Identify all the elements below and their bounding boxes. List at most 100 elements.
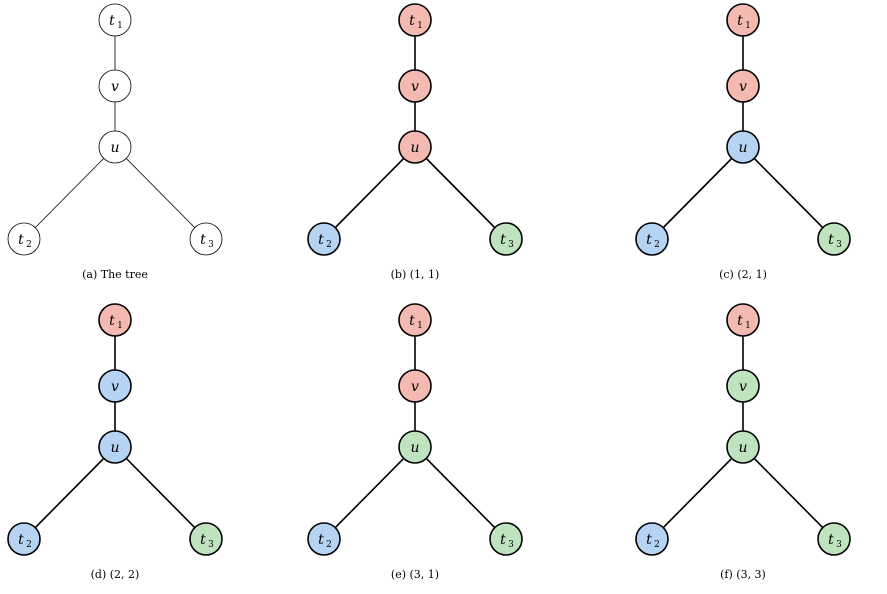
node-circle — [635, 522, 669, 556]
node-label: t — [646, 532, 652, 548]
node-label: u — [110, 140, 119, 156]
node-circle — [307, 522, 341, 556]
edge-u-t3 — [114, 146, 207, 240]
node-circle — [489, 522, 523, 556]
node-circle — [726, 430, 760, 464]
node-subscript: 3 — [208, 540, 214, 550]
node-u: u — [398, 130, 432, 164]
node-subscript: 3 — [208, 240, 214, 250]
node-v: v — [398, 69, 432, 103]
node-circle — [189, 522, 223, 556]
node-v: v — [98, 369, 132, 403]
node-label: v — [411, 79, 419, 95]
node-circle — [98, 303, 132, 337]
edge-u-t3 — [742, 446, 835, 540]
node-label: t — [828, 532, 834, 548]
node-circle — [98, 69, 132, 103]
panel-caption: (f) (3, 3) — [720, 568, 766, 581]
node-label: t — [318, 532, 324, 548]
node-circle — [98, 130, 132, 164]
node-label: u — [738, 140, 747, 156]
node-subscript: 3 — [508, 540, 514, 550]
panel-caption: (c) (2, 1) — [719, 268, 767, 281]
node-u: u — [398, 430, 432, 464]
node-label: u — [410, 440, 419, 456]
node-subscript: 1 — [117, 21, 123, 31]
node-label: t — [18, 232, 24, 248]
panel-caption: (b) (1, 1) — [390, 268, 440, 281]
node-circle — [726, 303, 760, 337]
node-u: u — [726, 430, 760, 464]
node-label: t — [409, 13, 415, 29]
node-circle — [726, 69, 760, 103]
node-circle — [398, 430, 432, 464]
node-subscript: 3 — [836, 240, 842, 250]
node-u: u — [98, 130, 132, 164]
node-label: v — [739, 379, 747, 395]
node-subscript: 2 — [326, 540, 332, 550]
node-label: t — [500, 232, 506, 248]
node-label: t — [737, 313, 743, 329]
node-label: t — [18, 532, 24, 548]
node-circle — [98, 369, 132, 403]
edge-u-t2 — [323, 446, 416, 540]
edge-u-t3 — [114, 446, 207, 540]
node-u: u — [98, 430, 132, 464]
node-label: v — [739, 79, 747, 95]
node-label: t — [737, 13, 743, 29]
node-label: t — [200, 532, 206, 548]
node-circle — [398, 130, 432, 164]
edge-u-t2 — [323, 146, 416, 240]
node-circle — [726, 369, 760, 403]
node-subscript: 2 — [654, 540, 660, 550]
edge-u-t3 — [414, 446, 507, 540]
panel-caption: (e) (3, 1) — [390, 568, 440, 581]
node-subscript: 2 — [654, 240, 660, 250]
node-subscript: 1 — [117, 321, 123, 331]
node-label: t — [109, 313, 115, 329]
edge-u-t2 — [23, 446, 116, 540]
node-subscript: 3 — [836, 540, 842, 550]
node-circle — [307, 222, 341, 256]
node-label: u — [110, 440, 119, 456]
node-label: u — [738, 440, 747, 456]
node-circle — [635, 222, 669, 256]
node-label: t — [500, 532, 506, 548]
edge-u-t2 — [23, 146, 116, 240]
node-circle — [189, 222, 223, 256]
node-label: t — [409, 313, 415, 329]
node-circle — [817, 522, 851, 556]
node-circle — [398, 303, 432, 337]
node-label: v — [111, 379, 119, 395]
node-subscript: 2 — [26, 240, 32, 250]
node-v: v — [98, 69, 132, 103]
node-circle — [7, 522, 41, 556]
edge-u-t3 — [742, 146, 835, 240]
node-label: t — [646, 232, 652, 248]
node-v: v — [726, 369, 760, 403]
node-label: t — [109, 13, 115, 29]
node-circle — [726, 130, 760, 164]
node-subscript: 1 — [745, 21, 751, 31]
node-subscript: 1 — [417, 321, 423, 331]
